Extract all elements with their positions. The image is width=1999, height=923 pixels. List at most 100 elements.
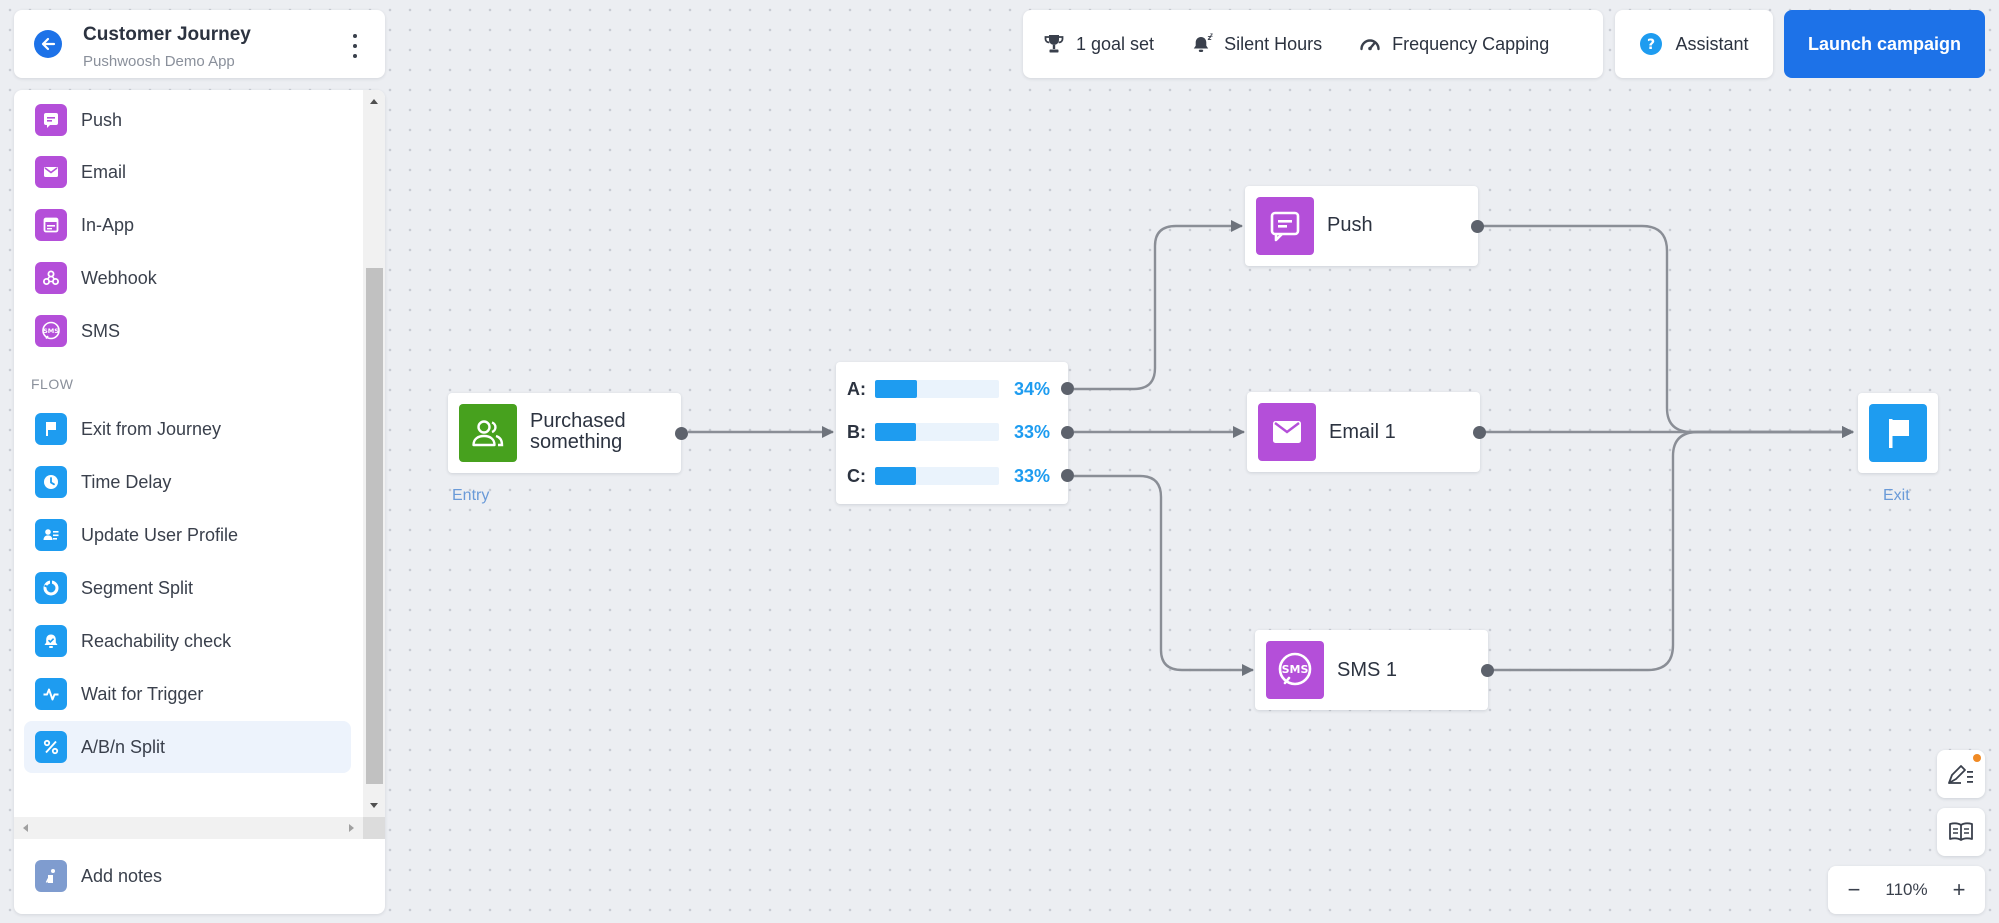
split-bar-fill xyxy=(875,467,916,485)
palette-item-push[interactable]: Push xyxy=(24,94,351,146)
palette-item-time-delay[interactable]: Time Delay xyxy=(24,456,351,508)
email-output-port[interactable] xyxy=(1473,426,1486,439)
email-node[interactable]: Email 1 xyxy=(1247,392,1486,472)
vertical-scrollbar[interactable] xyxy=(363,90,385,817)
add-notes-label: Add notes xyxy=(81,865,163,886)
pencil-list-icon xyxy=(1948,765,1973,784)
ab-split-node[interactable]: A: 34% B: 33% C: 33% xyxy=(836,362,1074,504)
help-circle-icon: ? xyxy=(1640,33,1663,55)
zoom-controls: − 110% + xyxy=(1828,866,1985,914)
journey-title: Customer Journey xyxy=(83,24,251,45)
palette-item-label: Time Delay xyxy=(81,471,172,492)
entry-output-port[interactable] xyxy=(675,427,688,440)
sms-icon: SMS xyxy=(35,315,67,347)
scroll-down-icon[interactable] xyxy=(363,795,385,817)
palette-item-email[interactable]: Email xyxy=(24,146,351,198)
palette-item-label: Email xyxy=(81,161,127,182)
in-app-icon xyxy=(35,209,67,241)
scroll-up-icon[interactable] xyxy=(363,90,385,112)
connector-push-to-exit xyxy=(1482,224,1854,438)
journey-header: Customer Journey Pushwoosh Demo App xyxy=(14,10,385,78)
palette-item-segment-split[interactable]: Segment Split xyxy=(24,562,351,614)
push-output-port[interactable] xyxy=(1471,220,1484,233)
palette-item-label: In-App xyxy=(81,214,135,235)
palette-item-exit-from-journey[interactable]: Exit from Journey xyxy=(24,403,351,455)
launch-campaign-button[interactable]: Launch campaign xyxy=(1784,10,1985,78)
entry-node[interactable]: Purchased something xyxy=(448,393,688,473)
zoom-out-button[interactable]: − xyxy=(1847,877,1861,902)
envelope-icon xyxy=(1258,403,1316,461)
open-book-icon xyxy=(1949,822,1973,841)
palette-item-sms[interactable]: SMS SMS xyxy=(24,305,351,357)
svg-text:?: ? xyxy=(1647,37,1655,53)
palette-item-label: Reachability check xyxy=(81,630,232,651)
connector-a-to-push xyxy=(1074,220,1243,391)
arrow-left-icon xyxy=(41,37,56,51)
push-node[interactable]: Push xyxy=(1245,186,1484,266)
palette-item-update-user-profile[interactable]: Update User Profile xyxy=(24,509,351,561)
palette-item-reachability-check[interactable]: Reachability check xyxy=(24,615,351,667)
scrollbar-thumb[interactable] xyxy=(366,268,383,784)
split-bar-track xyxy=(875,380,999,398)
element-palette-sidebar: Push Email In-App Webhook SMS SMS F xyxy=(14,90,385,914)
envelope-icon xyxy=(35,156,67,188)
silent-hours-label: Silent Hours xyxy=(1224,33,1323,54)
goals-label: 1 goal set xyxy=(1076,33,1155,54)
notification-dot xyxy=(1973,754,1981,762)
scroll-left-icon[interactable] xyxy=(14,817,36,839)
split-output-port-b[interactable] xyxy=(1061,426,1074,439)
journey-app-name: Pushwoosh Demo App xyxy=(83,53,235,70)
user-profile-icon xyxy=(35,519,67,551)
users-icon xyxy=(459,404,517,462)
entry-node-label: Purchased something xyxy=(530,410,626,453)
push-node-label: Push xyxy=(1327,214,1373,236)
kebab-menu-icon[interactable] xyxy=(351,34,359,58)
speedometer-icon xyxy=(1360,39,1380,51)
trophy-icon xyxy=(1044,35,1064,53)
horizontal-scrollbar[interactable] xyxy=(14,817,363,839)
palette-item-label: A/B/n Split xyxy=(81,736,166,757)
palette-item-label: Push xyxy=(81,109,123,130)
split-bar-track xyxy=(875,467,999,485)
split-output-port-c[interactable] xyxy=(1061,469,1074,482)
entry-tag: Entry xyxy=(452,487,490,504)
palette-item-wait-for-trigger[interactable]: Wait for Trigger xyxy=(24,668,351,720)
add-notes-button[interactable]: Add notes xyxy=(24,850,351,902)
svg-text:SMS: SMS xyxy=(43,327,59,335)
documentation-button[interactable] xyxy=(1937,808,1985,856)
back-button[interactable] xyxy=(34,30,62,58)
palette-item-label: Segment Split xyxy=(81,577,194,598)
zoom-in-button[interactable]: + xyxy=(1952,877,1966,902)
goals-button[interactable]: 1 goal set xyxy=(1023,10,1172,78)
exit-node[interactable] xyxy=(1858,393,1938,473)
split-bar-track xyxy=(875,423,999,441)
flow-section-heading: FLOW xyxy=(31,376,74,392)
clock-icon xyxy=(35,466,67,498)
frequency-capping-button[interactable]: Frequency Capping xyxy=(1340,10,1567,78)
split-output-port-a[interactable] xyxy=(1061,382,1074,395)
sms-node[interactable]: SMS SMS 1 xyxy=(1255,630,1494,710)
exit-tag: Exit xyxy=(1883,487,1910,504)
push-message-icon xyxy=(35,104,67,136)
webhook-icon xyxy=(35,262,67,294)
assistant-button[interactable]: ? Assistant xyxy=(1615,10,1773,78)
palette-item-ab-split[interactable]: A/B/n Split xyxy=(24,721,351,773)
notes-toggle-button[interactable] xyxy=(1937,750,1985,798)
palette-item-in-app[interactable]: In-App xyxy=(24,199,351,251)
flag-icon xyxy=(35,413,67,445)
sms-output-port[interactable] xyxy=(1481,664,1494,677)
palette-list: Push Email In-App Webhook SMS SMS F xyxy=(14,90,363,817)
palette-item-webhook[interactable]: Webhook xyxy=(24,252,351,304)
split-bar-fill xyxy=(875,423,916,441)
scroll-right-icon[interactable] xyxy=(341,817,363,839)
connector-sms-to-exit xyxy=(1493,426,1854,672)
palette-item-label: Wait for Trigger xyxy=(81,683,204,704)
palette-item-label: SMS xyxy=(81,320,121,341)
notes-icon xyxy=(35,860,67,892)
palette-item-label: Exit from Journey xyxy=(81,418,222,439)
split-branch-a: A: 34% xyxy=(847,378,1051,399)
email-node-label: Email 1 xyxy=(1329,421,1396,443)
svg-text:z: z xyxy=(1208,34,1212,42)
